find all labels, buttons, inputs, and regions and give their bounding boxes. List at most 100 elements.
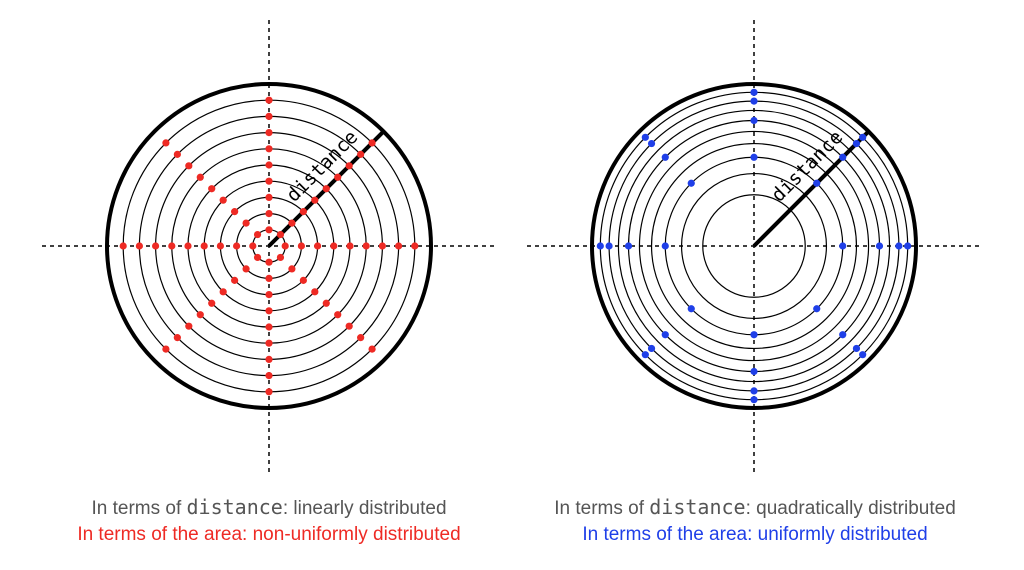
right-sample-dot [839,153,847,161]
left-sample-dot [395,242,403,250]
left-sample-dot [233,242,241,250]
left-sample-dot [368,345,376,353]
left-sample-dot [265,210,273,218]
left-diagram: distance [42,20,496,472]
right-ring [680,172,828,320]
right-sample-dot [661,331,669,339]
left-sample-dot [265,355,273,363]
right-ring [650,142,858,350]
left-sample-dot [242,219,250,227]
left-sample-dot [311,288,319,296]
left-sample-dot [208,299,216,307]
left-sample-dot [265,226,273,234]
left-sample-dot [330,242,338,250]
right-sample-dot [647,139,656,148]
right-caption-prefix: In terms of [554,498,650,519]
left-sample-dot [265,96,273,104]
left-sample-dot [378,242,386,250]
right-caption-line1: In terms of distance: quadratically dist… [499,494,1011,522]
right-sample-dot [750,97,758,105]
right-sample-dot [661,242,669,250]
left-sample-dot [162,345,170,353]
left-sample-dot [173,334,181,342]
right-sample-dot [839,242,847,250]
left-sample-dot [288,265,296,273]
left-sample-dot [345,162,353,170]
left-sample-dot [345,322,353,330]
right-sample-dot [750,153,758,161]
left-sample-dot [185,162,193,170]
left-sample-dot [242,265,250,273]
right-ring [638,130,870,362]
right-sample-dot [750,367,758,376]
left-sample-dot [334,311,342,319]
right-sample-dot [661,153,669,161]
left-sample-dot [173,150,181,158]
left-sample-dot [265,291,273,299]
right-outer-circle [590,82,918,410]
left-sample-dot [265,193,273,201]
right-sample-dot [641,351,649,359]
left-sample-dot [265,307,273,315]
left-sample-dot [276,230,285,239]
right-sample-dot [605,242,613,250]
left-sample-dot [322,185,330,193]
left-sample-dot [216,242,224,250]
left-sample-dot [265,372,273,380]
right-sample-dot [750,396,758,404]
right-caption-code: distance [649,495,746,519]
left-sample-dot [299,208,307,216]
right-sample-dot [687,305,695,313]
left-caption-prefix: In terms of [91,498,187,519]
right-sample-dot [859,133,867,141]
left-sample-dot [281,242,289,250]
left-sample-dot [265,161,273,169]
left-sample-dot [297,242,305,250]
right-sample-dot [904,242,912,250]
left-sample-dot [231,276,239,284]
right-caption-suffix: : quadratically distributed [745,498,956,519]
left-sample-dot [265,274,273,282]
right-caption-line2: In terms of the area: uniformly distribu… [582,524,928,545]
left-sample-dot [152,242,160,250]
left-sample-dot [265,339,273,347]
left-sample-dot [357,334,365,342]
left-sample-dot [368,139,376,147]
left-sample-dot [311,196,319,204]
left-sample-dot [265,145,273,153]
right-sample-dot [895,242,903,250]
left-outer-circle [105,82,433,410]
left-sample-dot [346,242,354,250]
left-sample-dot [334,173,342,181]
left-sample-dot [184,242,192,250]
left-sample-dot [119,242,127,250]
left-sample-dot [314,242,322,250]
left-caption: In terms of distance: linearly distribut… [13,494,525,548]
left-sample-dot [135,242,143,250]
left-sample-dot [411,242,419,250]
right-sample-dot [624,242,633,250]
left-sample-dot [288,219,296,227]
left-sample-dot [265,129,273,137]
left-caption-code: distance [186,495,283,519]
left-sample-dot [219,196,227,204]
right-sample-dot [813,305,821,313]
left-sample-dot [208,185,216,193]
left-sample-dot [265,388,273,396]
right-sample-dot [596,242,604,250]
right-sample-dot [852,344,861,353]
left-sample-dot [185,322,193,330]
left-caption-line2: In terms of the area: non-uniformly dist… [77,524,461,545]
left-sample-dot [219,288,227,296]
right-sample-dot [641,133,649,141]
left-sample-dot [276,253,285,262]
right-ring [617,109,891,383]
right-sample-dot [813,179,821,187]
right-sample-dot [750,88,758,96]
left-sample-dot [196,173,204,181]
right-sample-dot [647,344,656,353]
right-diagram: distance [527,20,981,472]
left-sample-dot [196,311,204,319]
left-sample-dot [265,112,273,120]
